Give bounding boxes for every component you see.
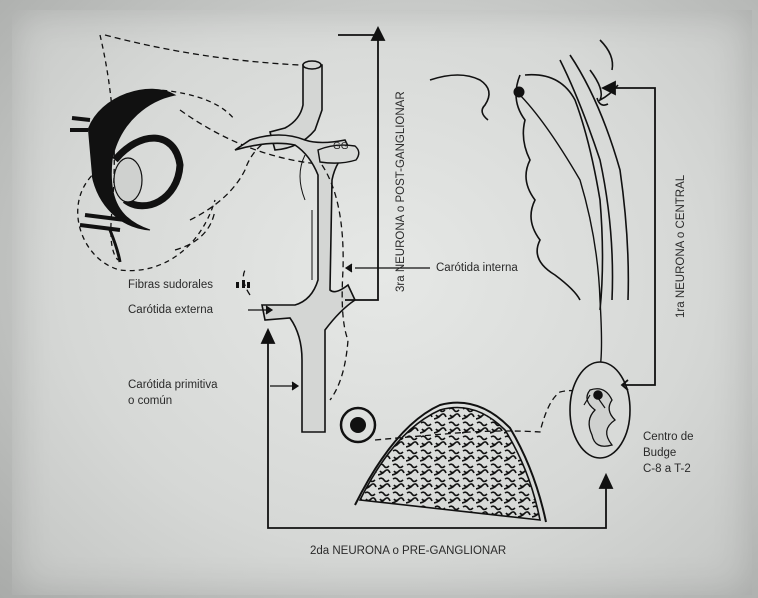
label-o-comun: o común (128, 394, 172, 408)
vertebral-body (355, 403, 546, 522)
label-carotida-externa: Carótida externa (128, 303, 213, 317)
eye-figure (70, 35, 235, 271)
sweat-gland-glyph (236, 280, 250, 288)
label-budge: Budge (643, 446, 676, 460)
central-neuron (514, 87, 602, 368)
label-carotida-interna: Carótida interna (436, 261, 518, 275)
label-third-neuron: 3ra NEURONA o POST-GANGLIONAR (395, 91, 407, 292)
spinal-cord-section (570, 362, 630, 458)
label-carotida-primitiva: Carótida primitiva (128, 378, 217, 392)
label-first-neuron: 1ra NEURONA o CENTRAL (675, 175, 687, 318)
vertebral-artery (341, 408, 375, 442)
label-c8-t2: C-8 a T-2 (643, 462, 691, 476)
ganglion-label: GG (333, 140, 349, 154)
carotid-artery (235, 61, 355, 432)
label-second-neuron: 2da NEURONA o PRE-GANGLIONAR (310, 544, 506, 558)
label-centro-de: Centro de (643, 430, 694, 444)
label-fibras-sudorales: Fibras sudorales (128, 278, 213, 292)
